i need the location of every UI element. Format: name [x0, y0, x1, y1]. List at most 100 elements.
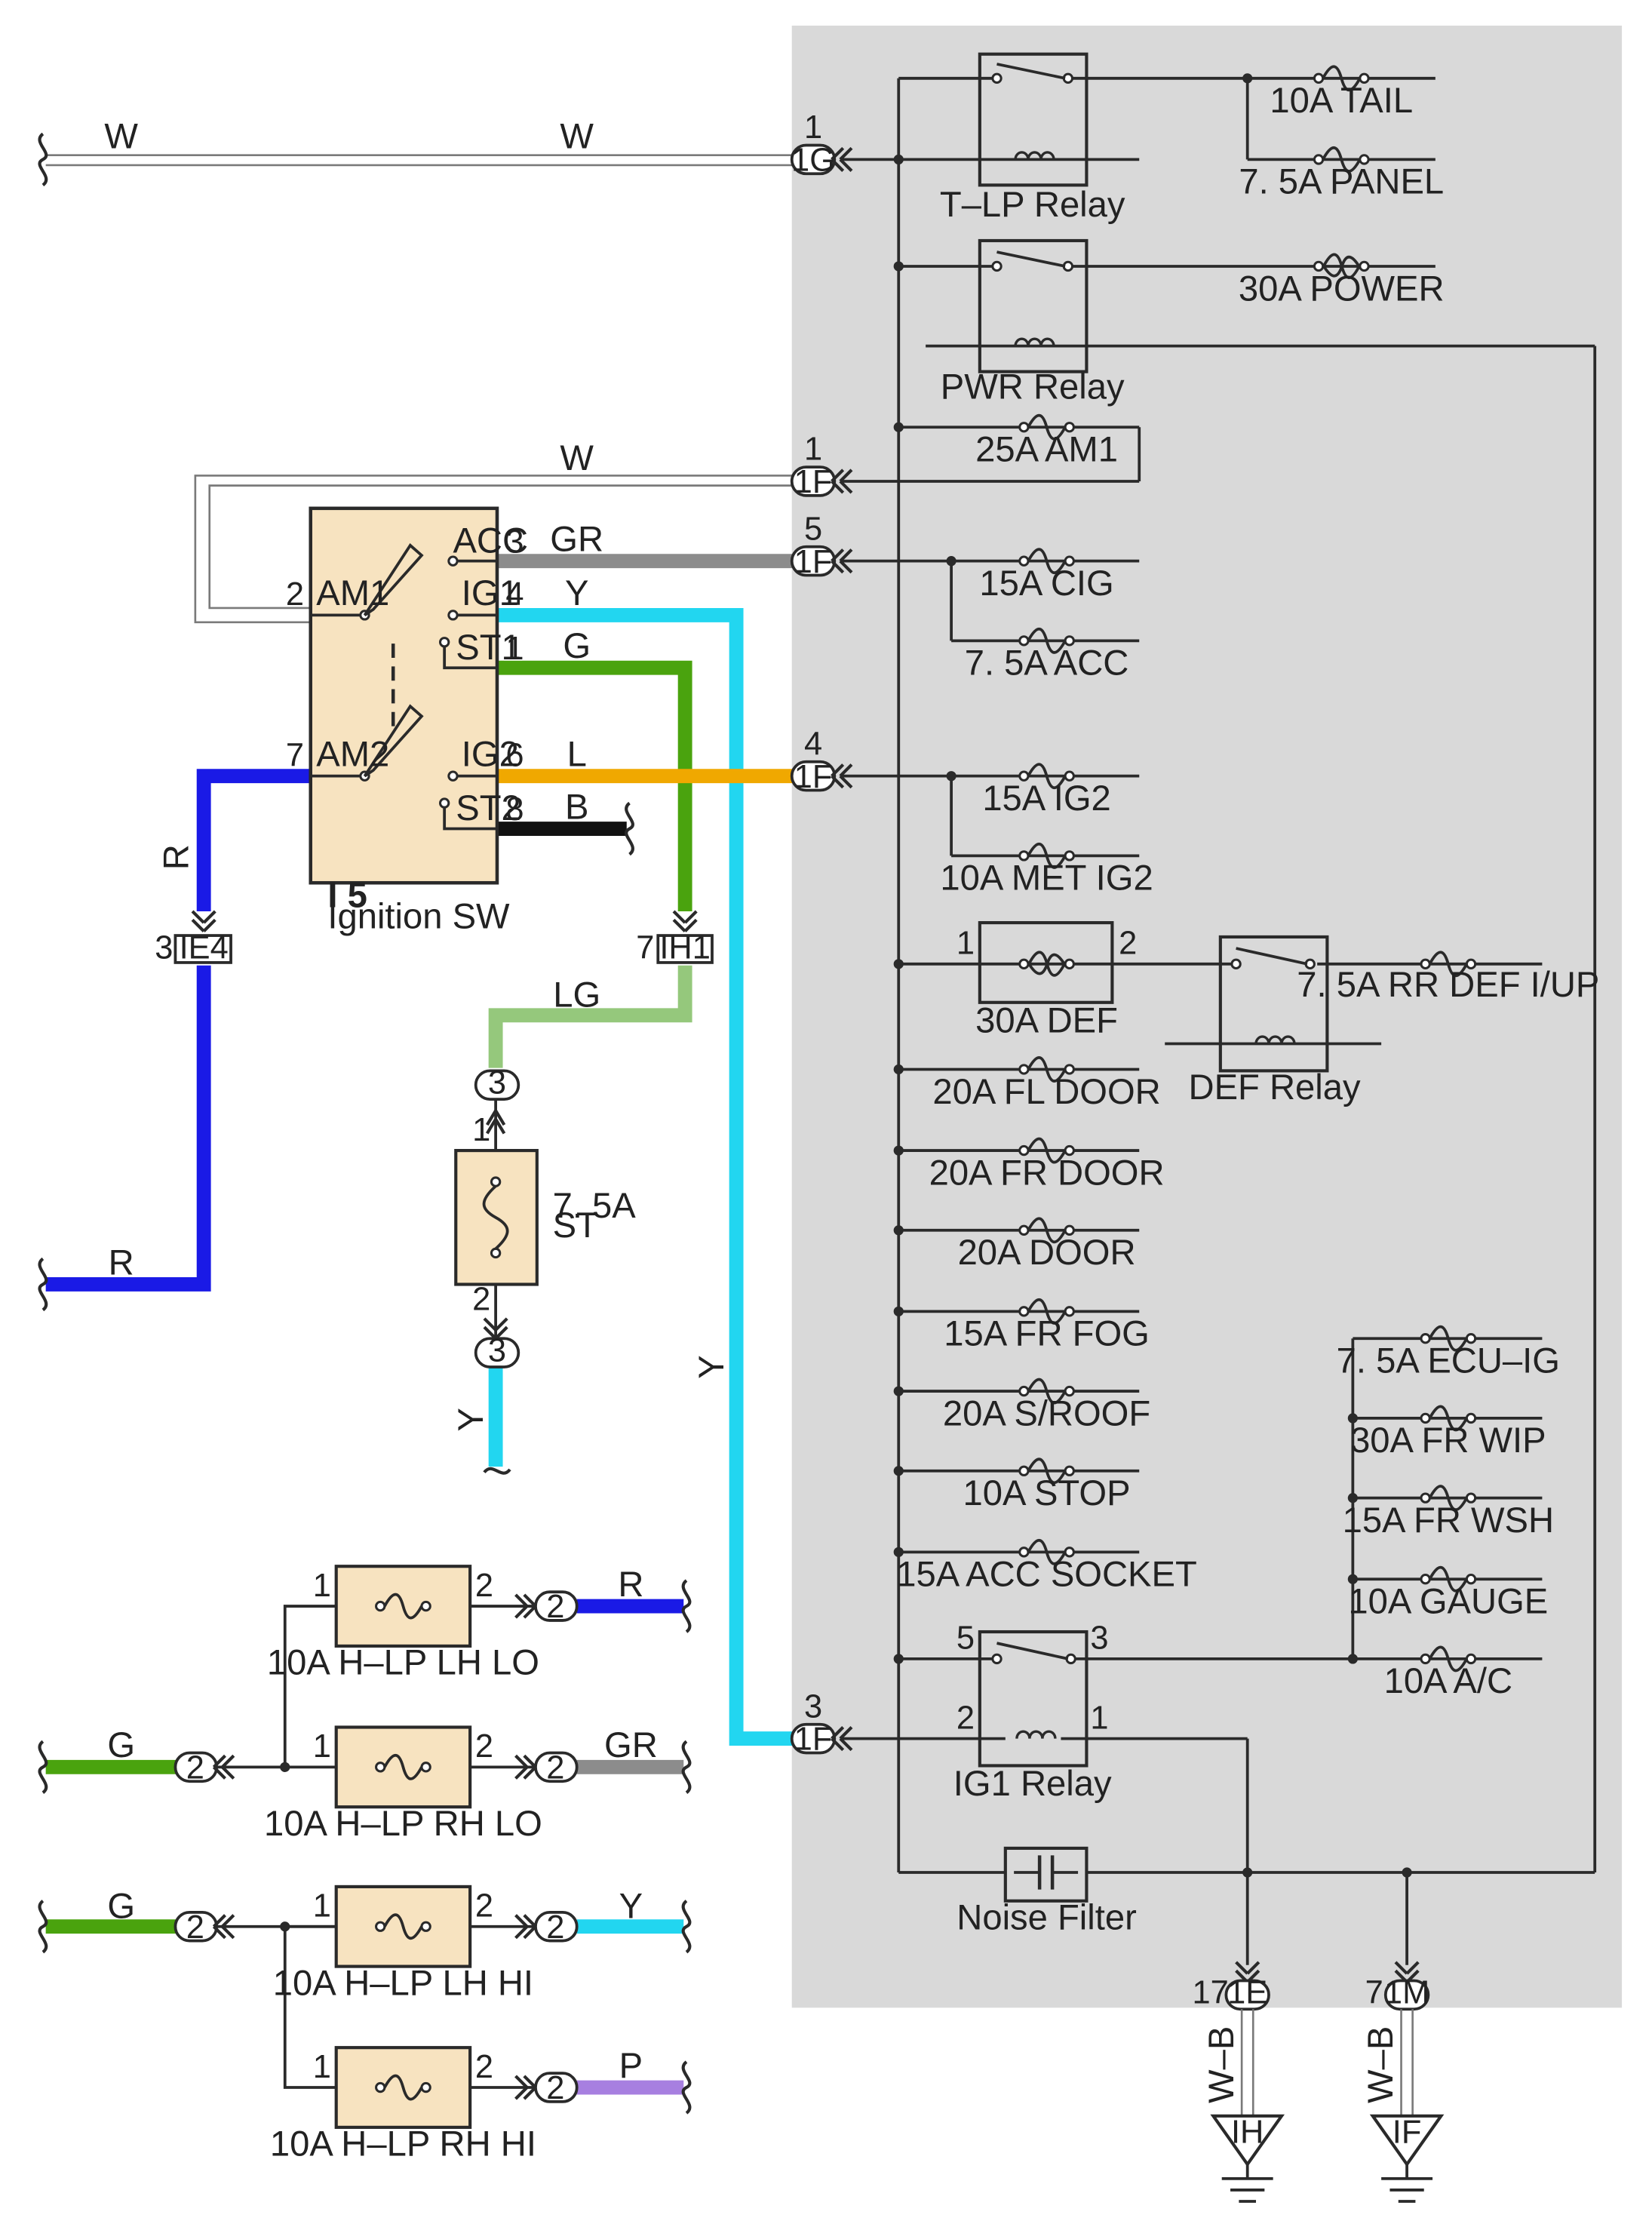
wire-label-lg: LG: [553, 974, 600, 1014]
conn-1f-am1-pin: 1: [804, 432, 822, 468]
wire-lg: [488, 965, 692, 1068]
pwr-relay-label: PWR Relay: [941, 366, 1125, 406]
ig-term-am1: AM1: [316, 573, 389, 613]
connector-ie4: [173, 911, 232, 964]
ig1-pin-1: 1: [1090, 1700, 1108, 1736]
wire-label-gr: GR: [550, 518, 603, 558]
tlp-relay-label: T–LP Relay: [940, 184, 1125, 224]
wire-label-r-vertical: R: [155, 844, 195, 870]
hlp-rh-lo-pin-2: 2: [475, 1728, 493, 1765]
fuse-label-panel: 7. 5A PANEL: [1239, 161, 1444, 201]
wire-label-b: B: [565, 786, 588, 826]
hlp-lh-hi-label: 10A H–LP LH HI: [273, 1962, 533, 2002]
wire-label-g: G: [563, 625, 591, 665]
wire-label-r-hlp: R: [618, 1564, 643, 1604]
wire-label-w-right: W: [560, 115, 594, 155]
def-pin-1: 1: [957, 926, 975, 962]
ground-connectors: [1210, 1962, 1445, 2203]
hlp-lh-lo-pin-1: 1: [313, 1568, 331, 1604]
conn-1f-y-label: 1F: [794, 1722, 833, 1758]
hlp-conn-g-hi-label: 2: [186, 1909, 204, 1946]
ig-pin-1: 1: [505, 631, 524, 667]
wire-label-g-hlp-lo: G: [107, 1725, 135, 1765]
ignition-switch: [309, 506, 499, 885]
ig-pin-2: 2: [286, 576, 304, 613]
fuse-label-s-roof: 20A S/ROOF: [943, 1393, 1150, 1433]
fuse-label-fr-wsh: 15A FR WSH: [1343, 1500, 1554, 1540]
wire-label-gr-hlp: GR: [604, 1725, 658, 1765]
def-pin-2: 2: [1119, 926, 1137, 962]
hlp-lh-hi-pin-2: 2: [475, 1888, 493, 1924]
conn-1g-label: 1G: [791, 142, 835, 178]
st-conn-top-label: 3: [488, 1065, 506, 1101]
wire-label-r-bottom: R: [109, 1242, 134, 1282]
st-fuse-amp: 7. 5A: [553, 1185, 637, 1225]
conn-1f-l-pin: 4: [804, 726, 822, 762]
wire-g-st1: [496, 660, 692, 911]
wire-label-g-hlp-hi: G: [107, 1885, 135, 1925]
wire-w-am1-loop: [194, 475, 795, 624]
wire-w-top: [45, 154, 795, 167]
hlp-lh-lo-pin-2: 2: [475, 1568, 493, 1604]
fuse-label-fr-wip: 30A FR WIP: [1350, 1420, 1546, 1460]
wire-label-wb-ih: W–B: [1201, 2026, 1241, 2103]
pwr-relay: [978, 238, 1089, 373]
connector-ih1-pin: 7: [636, 929, 654, 966]
ig-term-st2: ST2: [456, 788, 521, 828]
fuse-label-acc: 7. 5A ACC: [965, 643, 1129, 683]
fuse-30a-def: [978, 921, 1114, 1004]
hlp-conn-y-label: 2: [546, 1909, 564, 1946]
ig-term-am2: AM2: [316, 733, 389, 773]
st-fuse-name: ST: [553, 1205, 598, 1245]
fuse-label-acc-socket: 15A ACC SOCKET: [896, 1554, 1197, 1594]
fuse-label-tail: 10A TAIL: [1270, 80, 1413, 120]
panel-internal-wiring: [840, 76, 1597, 1965]
hlp-lh-lo-label: 10A H–LP LH LO: [267, 1642, 539, 1682]
hlp-rh-hi-pin-1: 1: [313, 2049, 331, 2085]
hlp-conn-p-label: 2: [546, 2070, 564, 2106]
fuse-label-fl-door: 20A FL DOOR: [932, 1071, 1160, 1111]
ig1-pin-2: 2: [957, 1700, 975, 1736]
ig-term-acc: ACC: [453, 520, 528, 560]
panel-connectors: [790, 143, 852, 1755]
ground-conn-1m-label: 1M: [1384, 1975, 1429, 2011]
fuse-label-stop: 10A STOP: [963, 1473, 1131, 1513]
fuse-label-ecu-ig: 7. 5A ECU–IG: [1337, 1341, 1560, 1381]
ig-pin-4: 4: [505, 576, 524, 613]
hlp-rh-lo-pin-1: 1: [313, 1728, 331, 1765]
conn-1f-am1-label: 1F: [794, 464, 833, 500]
ig1-relay-label: IG1 Relay: [953, 1763, 1112, 1803]
fuse-label-am1: 25A AM1: [975, 429, 1118, 469]
hlp-wiring: [213, 1605, 535, 2089]
hlp-rh-lo-label: 10A H–LP RH LO: [264, 1803, 542, 1843]
ig1-pin-5: 5: [957, 1620, 975, 1657]
wire-label-p-hlp: P: [619, 2045, 643, 2085]
ground-ih-label: IH: [1231, 2115, 1264, 2151]
hlp-lh-hi-pin-1: 1: [313, 1888, 331, 1924]
conn-1f-y-pin: 3: [804, 1688, 822, 1725]
ground-conn-1m-pin: 7: [1365, 1975, 1383, 2011]
connector-ie4-pin: 3: [155, 929, 173, 966]
wire-label-l: L: [567, 733, 587, 773]
conn-1f-l-label: 1F: [794, 759, 833, 795]
junction-block-panel: [791, 25, 1623, 2008]
noise-filter-label: Noise Filter: [957, 1897, 1137, 1937]
hlp-conn-r-label: 2: [546, 1589, 564, 1625]
def-relay-label: DEF Relay: [1189, 1067, 1361, 1107]
hlp-pin-numbers: 1 2 1 2 1 2 1 2: [313, 1568, 493, 2085]
st-fuse: [454, 1069, 539, 1368]
hlp-conn-gr-label: 2: [546, 1749, 564, 1786]
ig-pin-3: 3: [505, 524, 524, 560]
wire-label-y: Y: [565, 573, 588, 613]
fuse-label-ig2: 15A IG2: [982, 778, 1110, 818]
hlp-connectors: [173, 1590, 579, 2103]
ig1-relay: [978, 1630, 1089, 1768]
hlp-rh-hi-label: 10A H–LP RH HI: [270, 2124, 536, 2164]
ig1-pin-3: 3: [1090, 1620, 1108, 1657]
wire-y-ig1: [496, 607, 795, 1746]
ig-pin-8: 8: [505, 791, 524, 828]
wire-label-y-vertical: Y: [691, 1355, 731, 1378]
connector-ih1: [656, 911, 714, 964]
ig-term-st1: ST1: [456, 627, 521, 667]
